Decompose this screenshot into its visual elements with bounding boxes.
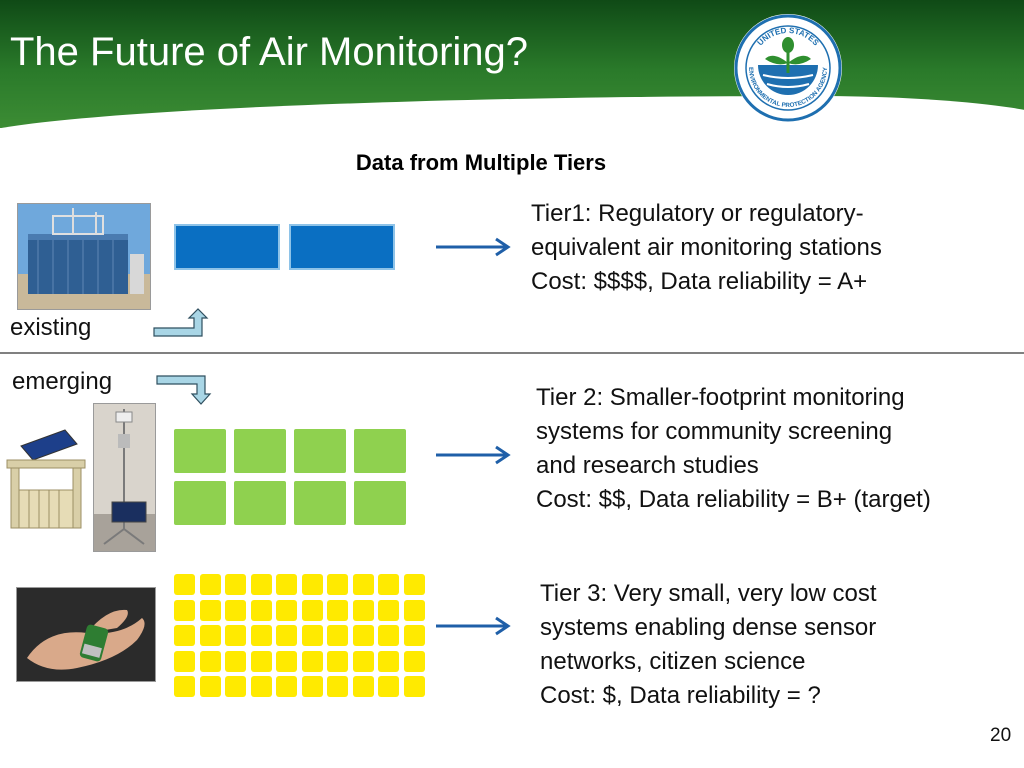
tier3-data-block [301, 676, 323, 697]
tier3-line: networks, citizen science [540, 648, 806, 675]
existing-up-arrow-icon [153, 308, 209, 337]
tier2-arrow-icon [436, 445, 511, 465]
tier3-data-block [327, 650, 348, 672]
solar-kiosk-photo [3, 420, 89, 532]
tier3-data-block [301, 599, 323, 621]
monitoring-station-photo [17, 203, 151, 310]
page-number: 20 [990, 725, 1012, 746]
tier3-data-block [174, 574, 195, 595]
tier3-data-block [403, 625, 425, 646]
tier3-data-block [225, 599, 246, 621]
tier3-data-block [327, 574, 348, 595]
tier3-data-block [301, 650, 323, 672]
tier3-data-block [301, 574, 323, 595]
tier3-data-block [378, 625, 399, 646]
tier2-data-block [234, 481, 286, 525]
tier3-data-block [225, 676, 246, 697]
tier3-data-block [199, 625, 221, 646]
tier3-line: Cost: $, Data reliability = ? [540, 682, 821, 709]
tier3-data-block [199, 574, 221, 595]
slide-title: The Future of Air Monitoring? [10, 30, 529, 74]
tier3-description: Tier 3: Very small, very low cost system… [540, 577, 877, 713]
tier2-line: Cost: $$, Data reliability = B+ (target) [536, 486, 931, 513]
tier3-data-block [250, 676, 272, 697]
tier1-line: equivalent air monitoring stations [531, 234, 882, 261]
tier3-data-block [403, 676, 425, 697]
tier3-data-block [250, 599, 272, 621]
tier3-data-block [199, 599, 221, 621]
tier3-data-block [352, 599, 374, 621]
tier1-arrow-icon [436, 237, 511, 257]
tier1-line: Tier1: Regulatory or regulatory- [531, 200, 864, 227]
tier3-data-block [378, 599, 399, 621]
existing-label: existing [10, 314, 92, 341]
tier3-data-block [327, 625, 348, 646]
tier3-data-block [174, 676, 195, 697]
tier3-data-block [403, 599, 425, 621]
tier3-data-block [174, 625, 195, 646]
tier3-arrow-icon [436, 616, 511, 636]
tier3-data-block [276, 599, 297, 621]
tier3-data-block [352, 574, 374, 595]
solar-tripod-monitor-photo [93, 403, 156, 552]
tier2-data-block [354, 481, 406, 525]
tier3-data-block [352, 650, 374, 672]
tier1-description: Tier1: Regulatory or regulatory- equival… [531, 197, 882, 299]
handheld-sensor-photo [16, 587, 156, 682]
tier2-description: Tier 2: Smaller-footprint monitoring sys… [536, 381, 931, 517]
section-divider [0, 352, 1024, 354]
tier2-data-block [294, 481, 346, 525]
tier3-data-block [276, 676, 297, 697]
tier3-data-block [378, 574, 399, 595]
tier2-line: systems for community screening [536, 418, 893, 445]
slide-subtitle: Data from Multiple Tiers [355, 150, 607, 175]
tier2-data-block [294, 429, 346, 473]
tier3-data-block [301, 625, 323, 646]
epa-seal-logo: UNITED STATES ENVIRONMENTAL PROTECTION A… [734, 14, 842, 122]
tier2-data-block [234, 429, 286, 473]
tier3-line: Tier 3: Very small, very low cost [540, 580, 877, 607]
tier3-data-block [403, 574, 425, 595]
tier3-data-block [276, 650, 297, 672]
tier3-data-block [378, 676, 399, 697]
tier3-data-block [327, 599, 348, 621]
tier3-data-block [199, 676, 221, 697]
emerging-label: emerging [12, 368, 113, 395]
tier1-data-block [289, 224, 395, 270]
tier3-data-block [250, 574, 272, 595]
tier2-line: and research studies [536, 452, 759, 479]
tier3-data-block [276, 574, 297, 595]
tier1-line: Cost: $$$$, Data reliability = A+ [531, 268, 868, 295]
tier2-data-block [174, 481, 226, 525]
emerging-down-arrow-icon [156, 375, 212, 405]
tier3-data-block [403, 650, 425, 672]
tier3-data-block [352, 676, 374, 697]
tier1-data-block [174, 224, 280, 270]
tier3-data-block [225, 574, 246, 595]
tier3-data-block [225, 650, 246, 672]
tier3-data-block [276, 625, 297, 646]
tier3-data-block [378, 650, 399, 672]
tier3-data-block [250, 650, 272, 672]
tier3-data-block [327, 676, 348, 697]
tier2-line: Tier 2: Smaller-footprint monitoring [536, 384, 905, 411]
tier2-data-block [174, 429, 226, 473]
tier2-data-block [354, 429, 406, 473]
tier3-data-block [250, 625, 272, 646]
tier3-data-block [174, 650, 195, 672]
tier3-data-block [174, 599, 195, 621]
tier3-data-block [352, 625, 374, 646]
tier3-data-block [199, 650, 221, 672]
tier3-line: systems enabling dense sensor [540, 614, 877, 641]
tier3-data-block [225, 625, 246, 646]
